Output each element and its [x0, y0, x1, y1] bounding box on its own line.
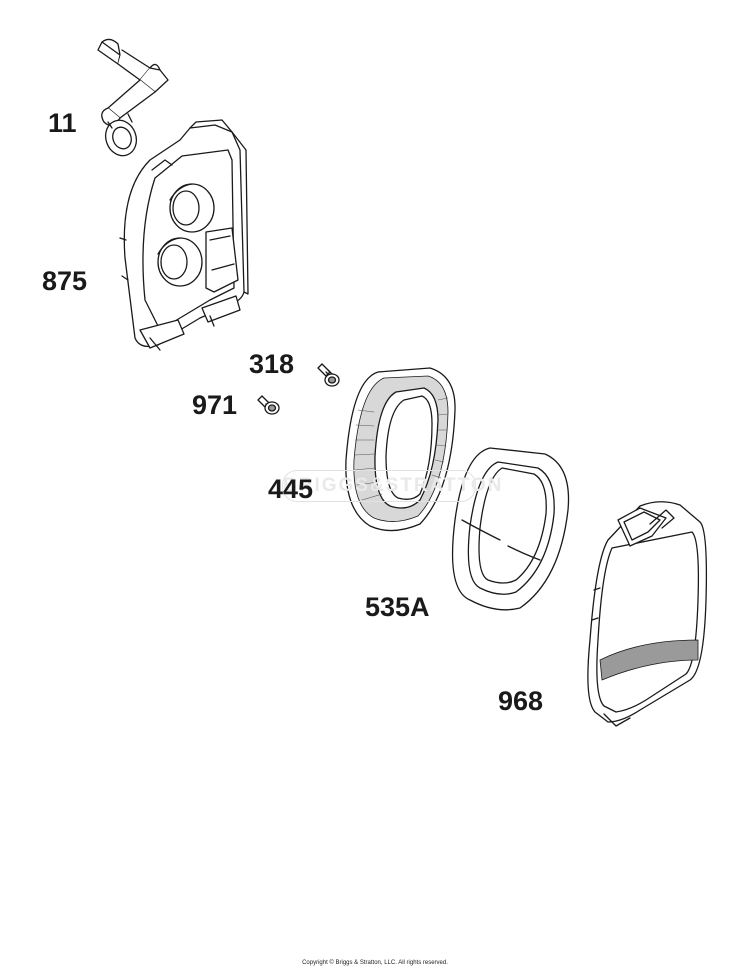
air-cleaner-base-part: [119, 119, 249, 351]
screw-318-part: [317, 363, 340, 387]
callout-875: 875: [42, 266, 88, 296]
screw-971-part: [257, 395, 280, 415]
air-cleaner-cover-part: [587, 501, 708, 727]
callout-971: 971: [192, 390, 238, 420]
brand-watermark: BRIGGS&STRATTON: [282, 470, 501, 502]
callout-968: 968: [498, 686, 544, 716]
pre-cleaner-part: [451, 447, 570, 611]
callout-11: 11: [48, 108, 77, 138]
callout-535a: 535A: [365, 592, 430, 622]
copyright-notice: Copyright © Briggs & Stratton, LLC. All …: [302, 960, 448, 966]
air-filter-part: [345, 367, 456, 532]
callout-445: 445: [268, 474, 314, 504]
breather-tube-part: [97, 38, 169, 157]
callout-318: 318: [249, 349, 295, 379]
